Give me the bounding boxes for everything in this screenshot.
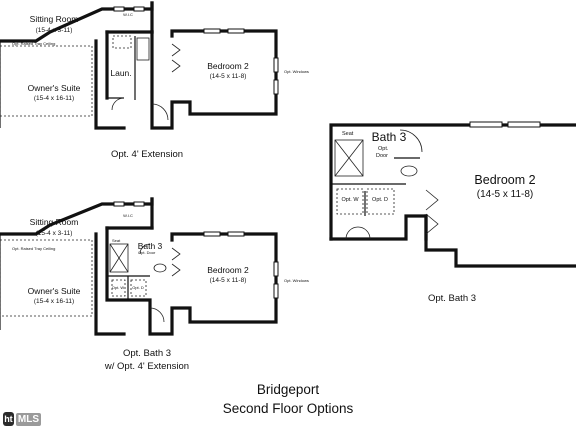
bedroom2-entry-door-swing-b: [149, 307, 165, 323]
bedroom2-window-2: [227, 28, 245, 34]
laundry-dn-stair-outline: [112, 35, 132, 49]
bedroom2-walls: [150, 29, 278, 130]
laundry-label: Laun.: [110, 68, 131, 78]
shower-cross-2: [109, 243, 129, 273]
seat-label-r: Seat: [342, 131, 354, 137]
opt-raised-ceiling-label-b: Opt. Raised Tray Ceiling: [12, 246, 55, 251]
bedroom2-dim-b: (14-5 x 11-8): [210, 277, 247, 284]
bedroom2-dim: (14-5 x 11-8): [210, 73, 247, 80]
shower-enclosure: [109, 243, 129, 273]
bath3-and-bedroom2-walls: [105, 226, 278, 336]
bedroom2-window-1r: [469, 121, 503, 128]
opt-windows-label-b: Opt. Windows: [284, 278, 309, 283]
bath3-bottom-walls: [329, 214, 428, 241]
wic-window-2b: [133, 201, 145, 207]
sitting-room-dim: (15-4 x 3-11): [36, 27, 73, 34]
owners-suite-label-b: Owner's Suite: [28, 286, 81, 296]
bedroom2-closet-door-b: [171, 247, 181, 277]
owners-suite-right-wall: [94, 39, 126, 130]
bedroom2-window-1: [203, 28, 221, 34]
opt-door-label-b: Opt. Door: [138, 250, 156, 255]
sitting-room-label-b: Sitting Room: [30, 217, 79, 227]
opt-dryer-label-b: Opt. D: [132, 285, 144, 290]
mls-watermark: ht MLS: [3, 410, 41, 428]
bedroom2-window-2b: [227, 231, 245, 237]
wic-label-b: W.I.C: [123, 213, 133, 218]
title-line-1: Bridgeport: [256, 382, 320, 397]
bedroom2-label-r: Bedroom 2: [474, 173, 535, 187]
wic-label: W.I.C: [123, 12, 133, 17]
owners-suite-dim-b: (15-4 x 16-11): [34, 298, 74, 305]
caption-opt-bath3-line2: w/ Opt. 4' Extension: [104, 361, 189, 372]
shower-cross-2-r: [334, 139, 364, 177]
opt-tray-ceiling-outline-b: [0, 239, 93, 317]
plan-opt-bath3-with-extension: Sitting Room (15-4 x 3-11) W.I.C Opt. Ra…: [0, 197, 309, 372]
sitting-room-label: Sitting Room: [30, 14, 79, 24]
seat-label-b: Seat: [112, 238, 121, 243]
bedroom2-opt-window-2: [273, 79, 279, 95]
sitting-room-dim-b: (15-4 x 3-11): [36, 230, 73, 237]
bath3-label-b: Bath 3: [138, 241, 163, 251]
opt-washer-outline: [111, 279, 126, 297]
bedroom2-label-b: Bedroom 2: [207, 265, 249, 275]
bath3-opt-door-swing-r: [399, 129, 423, 153]
bedroom2-bottom-wall: [424, 214, 576, 268]
caption-opt-bath3-line1: Opt. Bath 3: [123, 348, 171, 359]
sink-icon-r: [400, 165, 418, 177]
bath3-top-left-walls: [329, 123, 576, 241]
bedroom2-opt-window-1: [273, 57, 279, 73]
laundry-bifold-door: [345, 226, 371, 240]
plan-opt-bath3-enlarged: Seat Bath 3 Opt. Door Opt. W Opt. D Bedr…: [329, 121, 576, 304]
bedroom2-closet-door: [171, 43, 181, 73]
owners-suite-right-wall-2: [94, 232, 126, 336]
opt-dryer-outline-r: [366, 188, 395, 215]
opt-tray-ceiling-outline: [0, 45, 93, 117]
title-line-2: Second Floor Options: [222, 401, 354, 416]
bedroom2-entry-door-swing: [151, 103, 169, 121]
opt-door-label-r-1: Opt.: [378, 146, 389, 152]
wic-window-2: [133, 6, 145, 12]
opt-dryer-outline: [130, 279, 147, 297]
opt-windows-label: Opt. Windows: [284, 69, 309, 74]
plan-opt-4ft-extension: Sitting Room (15-4 x 3-11) W.I.C Opt. Ra…: [0, 1, 309, 160]
owners-suite-label: Owner's Suite: [28, 83, 81, 93]
caption-opt-bath3-right: Opt. Bath 3: [428, 293, 476, 304]
opt-dryer-label-r: Opt. D: [372, 197, 388, 203]
laundry-door-swing: [111, 97, 125, 111]
linen-shelf: [136, 37, 150, 61]
wic-window-1b: [113, 201, 125, 207]
bedroom2-opt-window-2b: [273, 283, 279, 299]
caption-opt-4ft-extension: Opt. 4' Extension: [111, 149, 183, 160]
bedroom2-window-2r: [507, 121, 541, 128]
mls-watermark-text: MLS: [15, 412, 41, 426]
wic-window-1: [113, 6, 125, 12]
mls-logo-icon: ht: [3, 412, 14, 426]
bath3-label-r: Bath 3: [372, 130, 407, 144]
opt-washer-outline-r: [336, 188, 364, 215]
bedroom2-window-1b: [203, 231, 221, 237]
opt-door-label-r: Door: [376, 153, 388, 159]
bedroom2-dim-r: (14-5 x 11-8): [477, 189, 534, 200]
opt-washer-label-b: Opt. W: [112, 285, 125, 290]
opt-washer-label-r: Opt. W: [341, 197, 359, 203]
sink-icon: [153, 263, 167, 273]
bedroom2-closet-door-r: [425, 189, 439, 235]
bath3-opt-door-swing: [139, 243, 151, 255]
bedroom2-opt-window-1b: [273, 261, 279, 277]
shower-enclosure-r: [334, 139, 364, 177]
opt-raised-ceiling-label: Opt. Raised Tray Ceiling: [12, 41, 55, 46]
bedroom2-label: Bedroom 2: [207, 61, 249, 71]
owners-suite-dim: (15-4 x 16-11): [34, 95, 74, 102]
